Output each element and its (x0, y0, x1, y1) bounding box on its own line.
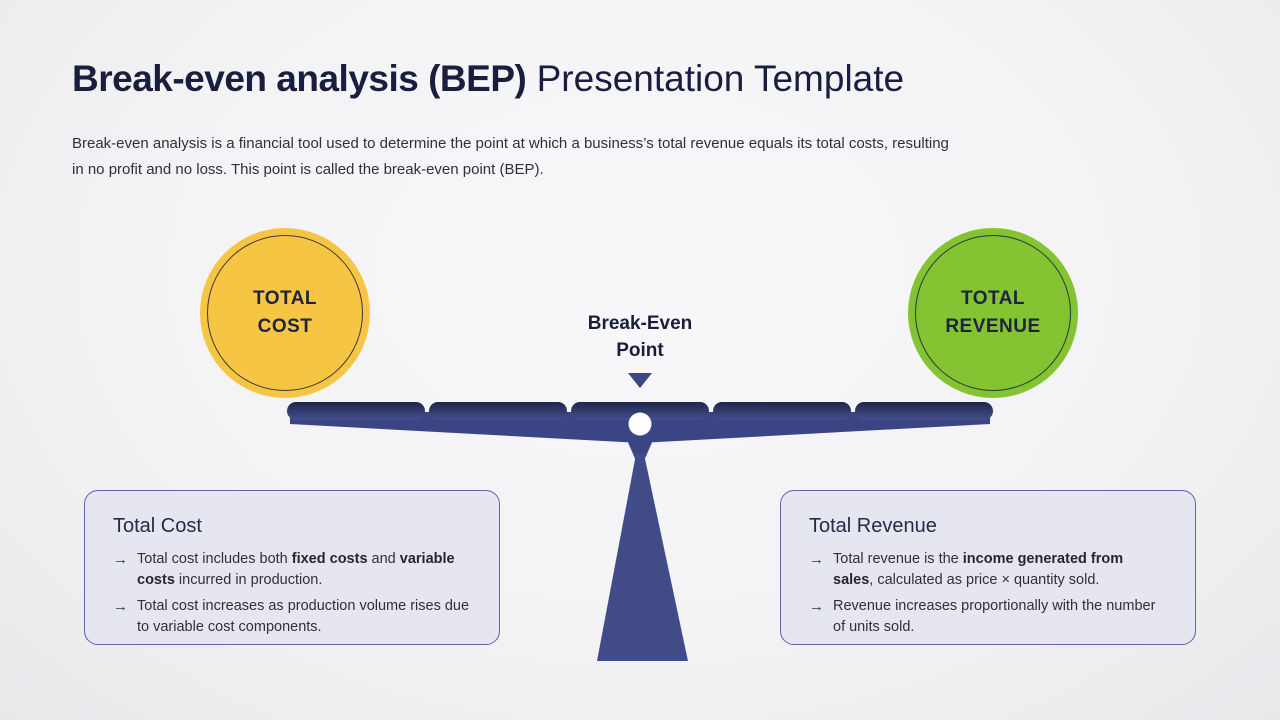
break-even-point-label: Break-Even Point (587, 313, 693, 361)
info-card-total-revenue: Total Revenue → Total revenue is the inco… (780, 490, 1196, 645)
stand-base (597, 454, 688, 661)
beam-segments (287, 402, 993, 420)
pivot-circle (628, 412, 652, 436)
title-highlight: Break-even analysis (BEP) (72, 58, 527, 99)
beam-segment (287, 402, 425, 420)
arrow-icon: → (809, 597, 824, 615)
arrow-icon: → (809, 551, 824, 568)
page-title: Break-even analysis (BEP) Presentation T… (72, 58, 1172, 100)
circle-inner-ring (207, 235, 363, 391)
total-revenue-label: TOTAL REVENUE (945, 288, 1041, 337)
down-triangle-icon (628, 373, 652, 388)
bullet-text: Total cost includes both fixed costs and… (137, 551, 455, 589)
bullet-item: → Revenue increases proportionally with t… (809, 596, 1167, 639)
beam-segment (571, 402, 709, 420)
total-cost-circle: TOTAL COST (200, 228, 370, 398)
card-heading: Total Cost (113, 515, 202, 537)
beam-segment (855, 402, 993, 420)
arrow-icon: → (113, 597, 128, 615)
info-card-total-cost: Total Cost → Total cost includes both fix… (84, 490, 500, 645)
bullet-item: → Total cost increases as production volu… (113, 596, 471, 639)
total-cost-label: TOTAL COST (252, 288, 318, 337)
card-heading: Total Revenue (809, 515, 937, 537)
circle-inner-ring (915, 235, 1071, 391)
beam-segment (713, 402, 851, 420)
intro-text: Break-even analysis is a financial tool … (72, 135, 949, 179)
total-revenue-circle: TOTAL REVENUE (908, 228, 1078, 398)
bullet-list: → Total revenue is the income generated f… (809, 549, 1167, 639)
balance-scale-graphic (287, 402, 993, 661)
bullet-text: Total cost increases as production volum… (137, 597, 470, 636)
bullet-item: → Total revenue is the income generated f… (809, 549, 1167, 592)
title-subtext: Presentation Template (526, 58, 905, 99)
arrow-icon: → (113, 551, 128, 568)
bullet-text: Total revenue is the income generated fr… (833, 551, 1124, 589)
beam-segment (429, 402, 567, 420)
bullet-item: → Total cost includes both fixed costs an… (113, 549, 471, 592)
bullet-list: → Total cost includes both fixed costs an… (113, 549, 471, 639)
bullet-text: Revenue increases proportionally with th… (833, 597, 1156, 636)
